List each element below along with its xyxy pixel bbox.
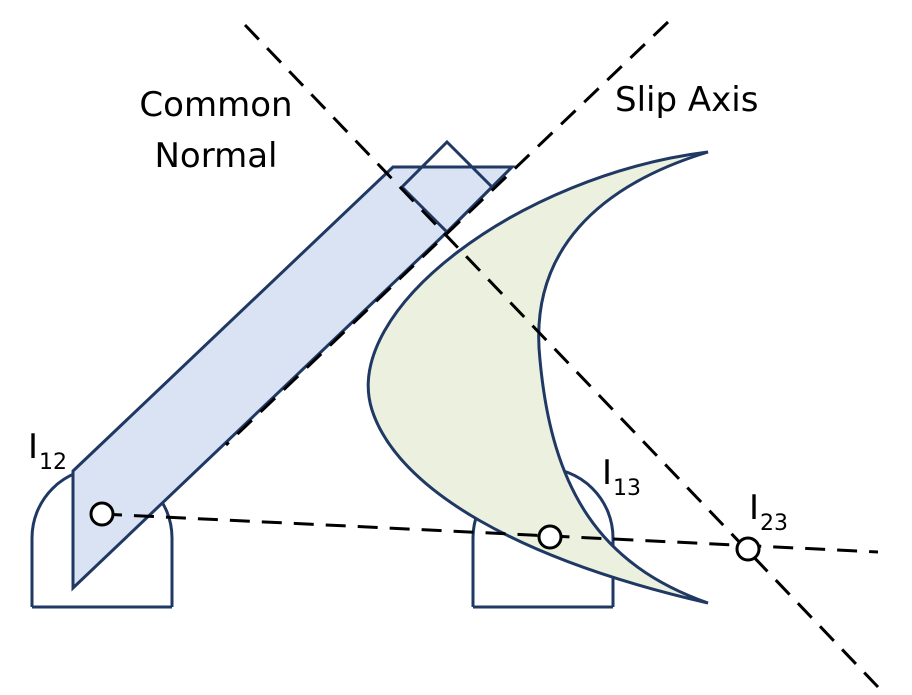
instant-center-i13 [537, 524, 563, 550]
slip-axis-label: Slip Axis [615, 80, 758, 120]
common-normal-line [243, 23, 880, 689]
instant-center-i23 [735, 536, 761, 562]
common-normal-label-line2: Normal [154, 136, 277, 176]
instant-center-i12 [89, 501, 115, 527]
slip-axis-line [224, 20, 670, 447]
i13-label-main: I [602, 453, 612, 493]
common-normal-label-line1: Common [139, 85, 292, 125]
i23-label-main: I [749, 488, 759, 528]
i12-label-main: I [28, 427, 38, 467]
i23-label-sub: 23 [760, 511, 788, 536]
i12-label-sub: 12 [39, 450, 67, 475]
cam-body [366, 150, 709, 605]
i13-label-sub: 13 [613, 476, 641, 501]
